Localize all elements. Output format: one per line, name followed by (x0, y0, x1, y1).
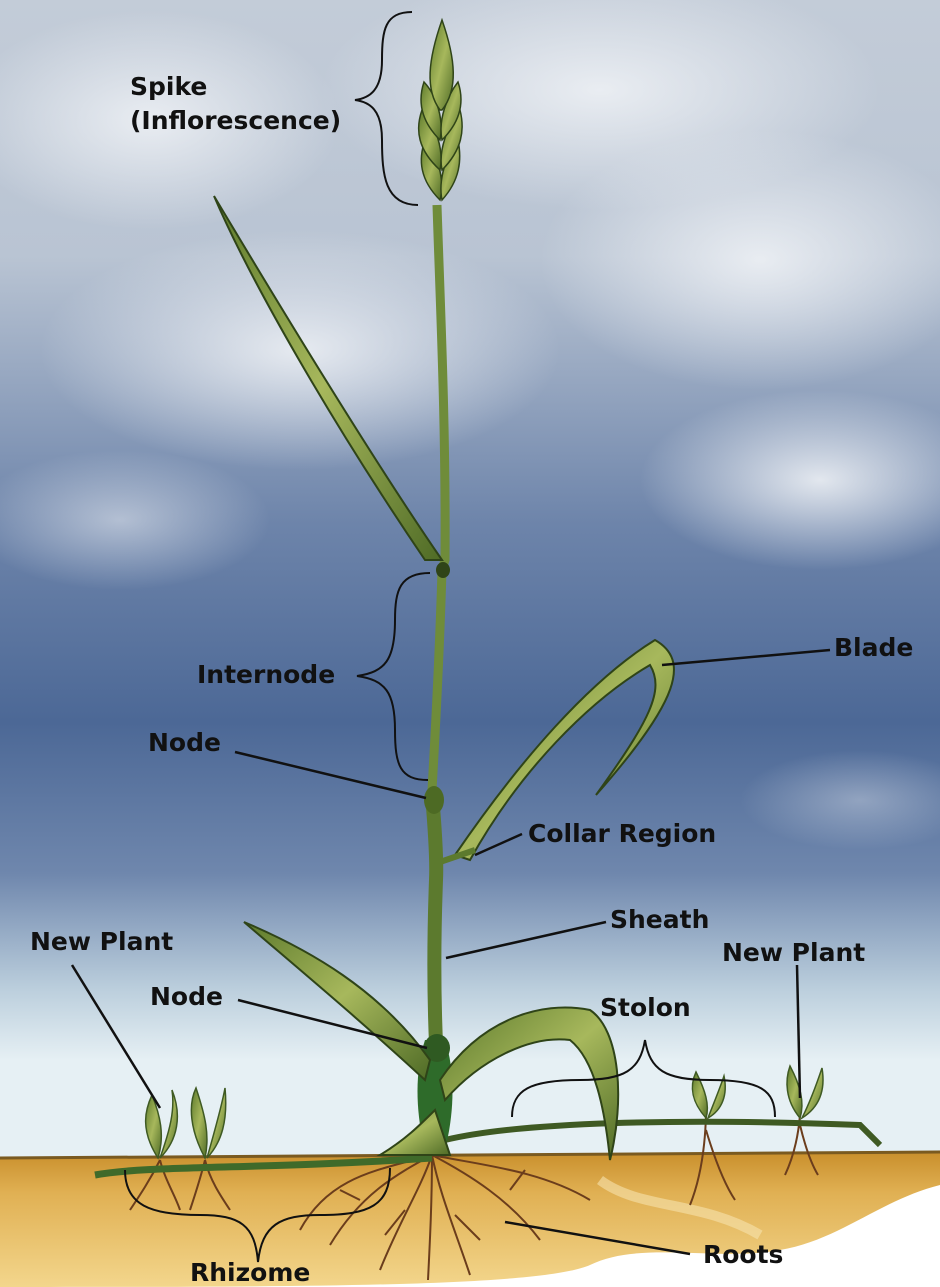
label-node-lower: Node (150, 982, 223, 1012)
label-spike: Spike (130, 72, 207, 102)
upper-node-drawing (424, 786, 444, 814)
label-new-plant-left: New Plant (30, 927, 173, 957)
label-sheath: Sheath (610, 905, 709, 935)
label-internode: Internode (197, 660, 335, 690)
label-stolon: Stolon (600, 993, 691, 1023)
label-blade: Blade (834, 633, 913, 663)
label-new-plant-right: New Plant (722, 938, 865, 968)
label-rhizome: Rhizome (190, 1258, 310, 1287)
label-inflorescence: (Inflorescence) (130, 106, 341, 136)
label-collar-region: Collar Region (528, 819, 716, 849)
label-roots: Roots (703, 1240, 783, 1270)
label-node-upper: Node (148, 728, 221, 758)
